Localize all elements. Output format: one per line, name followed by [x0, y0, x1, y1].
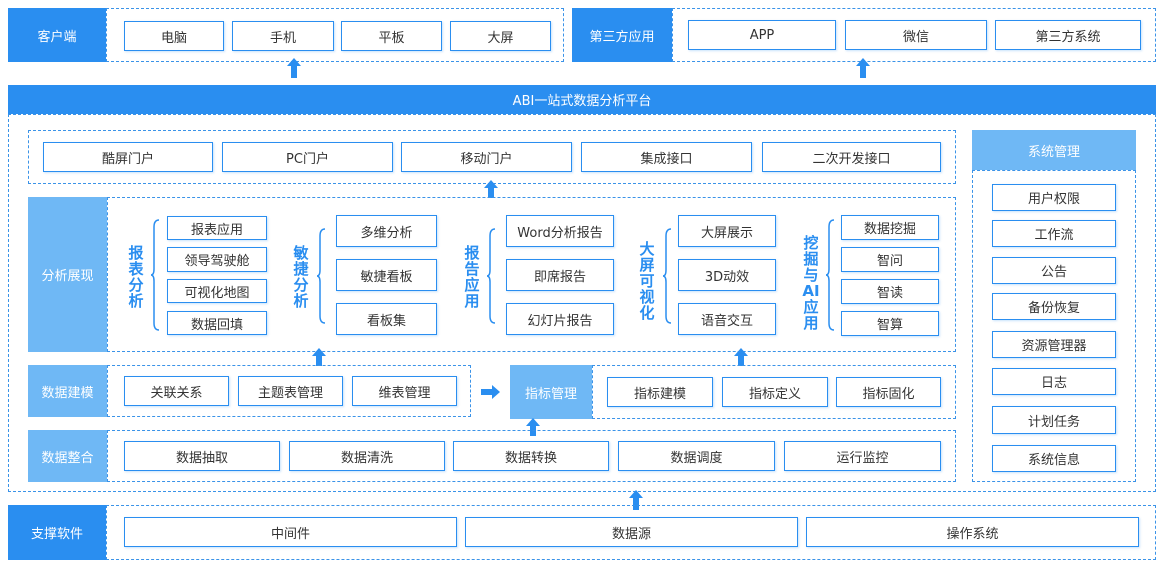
- right-arrow-icon: [481, 385, 500, 399]
- system-item[interactable]: 日志: [992, 368, 1116, 395]
- up-arrow-icon: [312, 348, 326, 366]
- platform-title: ABI一站式数据分析平台: [8, 85, 1156, 114]
- up-arrow-icon: [526, 418, 540, 436]
- system-item[interactable]: 备份恢复: [992, 293, 1116, 320]
- brace-icon: [486, 228, 496, 324]
- analysis-item[interactable]: 数据挖掘: [841, 215, 939, 240]
- third-party-item-system[interactable]: 第三方系统: [995, 20, 1141, 50]
- third-party-label: 第三方应用: [572, 8, 672, 62]
- client-panel: [106, 8, 564, 62]
- brace-icon: [316, 228, 326, 324]
- portal-item-pc[interactable]: PC门户: [222, 142, 393, 172]
- analysis-item[interactable]: Word分析报告: [506, 215, 614, 247]
- analysis-item[interactable]: 看板集: [336, 303, 437, 335]
- system-item[interactable]: 工作流: [992, 220, 1116, 247]
- analysis-item[interactable]: 敏捷看板: [336, 259, 437, 291]
- integration-item[interactable]: 运行监控: [784, 441, 941, 471]
- indicator-item[interactable]: 指标固化: [836, 377, 941, 407]
- integration-panel: [107, 430, 956, 482]
- support-item[interactable]: 中间件: [124, 517, 457, 547]
- system-item[interactable]: 资源管理器: [992, 331, 1116, 358]
- integration-item[interactable]: 数据转换: [453, 441, 609, 471]
- third-party-item-wechat[interactable]: 微信: [845, 20, 987, 50]
- analysis-item[interactable]: 报表应用: [167, 216, 267, 240]
- support-panel: [106, 505, 1156, 560]
- client-item-tablet[interactable]: 平板: [341, 21, 442, 51]
- modeling-panel: [107, 365, 471, 417]
- system-panel: [972, 170, 1136, 482]
- analysis-item[interactable]: 大屏展示: [678, 215, 776, 247]
- client-item-bigscreen[interactable]: 大屏: [450, 21, 551, 51]
- analysis-item[interactable]: 智算: [841, 311, 939, 336]
- client-label: 客户端: [8, 8, 106, 62]
- analysis-item[interactable]: 语音交互: [678, 303, 776, 335]
- client-item-pc[interactable]: 电脑: [124, 21, 224, 51]
- platform-panel: [8, 114, 1156, 492]
- up-arrow-icon: [734, 348, 748, 366]
- analysis-group-title: 报告应用: [464, 244, 480, 310]
- analysis-item[interactable]: 多维分析: [336, 215, 437, 247]
- analysis-item[interactable]: 智问: [841, 247, 939, 272]
- third-party-item-app[interactable]: APP: [688, 20, 836, 50]
- analysis-item[interactable]: 数据回填: [167, 311, 267, 335]
- support-label: 支撑软件: [8, 505, 106, 560]
- indicator-item[interactable]: 指标定义: [722, 377, 828, 407]
- analysis-group-title: 挖掘与AI应用: [802, 234, 820, 332]
- integration-item[interactable]: 数据调度: [618, 441, 775, 471]
- modeling-item[interactable]: 主题表管理: [238, 376, 343, 406]
- indicator-item[interactable]: 指标建模: [607, 377, 713, 407]
- system-item[interactable]: 公告: [992, 257, 1116, 284]
- integration-label: 数据整合: [28, 430, 107, 482]
- portal-item-mobile[interactable]: 移动门户: [401, 142, 572, 172]
- up-arrow-icon: [856, 58, 870, 78]
- support-item[interactable]: 操作系统: [806, 517, 1139, 547]
- integration-item[interactable]: 数据清洗: [289, 441, 445, 471]
- up-arrow-icon: [484, 180, 498, 198]
- up-arrow-icon: [629, 490, 643, 510]
- analysis-panel: [107, 197, 956, 352]
- analysis-item[interactable]: 即席报告: [506, 259, 614, 291]
- modeling-item[interactable]: 维表管理: [352, 376, 457, 406]
- client-item-phone[interactable]: 手机: [232, 21, 334, 51]
- analysis-item[interactable]: 3D动效: [678, 259, 776, 291]
- analysis-group-title: 敏捷分析: [293, 244, 309, 310]
- portal-item-dev-api[interactable]: 二次开发接口: [762, 142, 941, 172]
- portal-item-integration-api[interactable]: 集成接口: [581, 142, 752, 172]
- analysis-item[interactable]: 智读: [841, 279, 939, 304]
- analysis-item[interactable]: 幻灯片报告: [506, 303, 614, 335]
- modeling-label: 数据建模: [28, 365, 107, 417]
- brace-icon: [825, 219, 835, 331]
- modeling-item[interactable]: 关联关系: [124, 376, 229, 406]
- analysis-item[interactable]: 可视化地图: [167, 279, 267, 303]
- system-item[interactable]: 计划任务: [992, 406, 1116, 434]
- analysis-label: 分析展现: [28, 197, 107, 352]
- up-arrow-icon: [287, 58, 301, 78]
- third-party-panel: [672, 8, 1156, 62]
- analysis-item[interactable]: 领导驾驶舱: [167, 247, 267, 272]
- support-item[interactable]: 数据源: [465, 517, 798, 547]
- analysis-group-title: 大屏可视化: [639, 240, 655, 322]
- system-item[interactable]: 用户权限: [992, 184, 1116, 211]
- indicator-panel: [592, 365, 956, 419]
- brace-icon: [150, 219, 160, 331]
- system-label: 系统管理: [972, 130, 1136, 170]
- portal-item-cool-screen[interactable]: 酷屏门户: [43, 142, 213, 172]
- brace-icon: [662, 228, 672, 324]
- integration-item[interactable]: 数据抽取: [124, 441, 280, 471]
- indicator-label: 指标管理: [510, 365, 592, 419]
- analysis-group-title: 报表分析: [128, 244, 144, 310]
- system-item[interactable]: 系统信息: [992, 445, 1116, 472]
